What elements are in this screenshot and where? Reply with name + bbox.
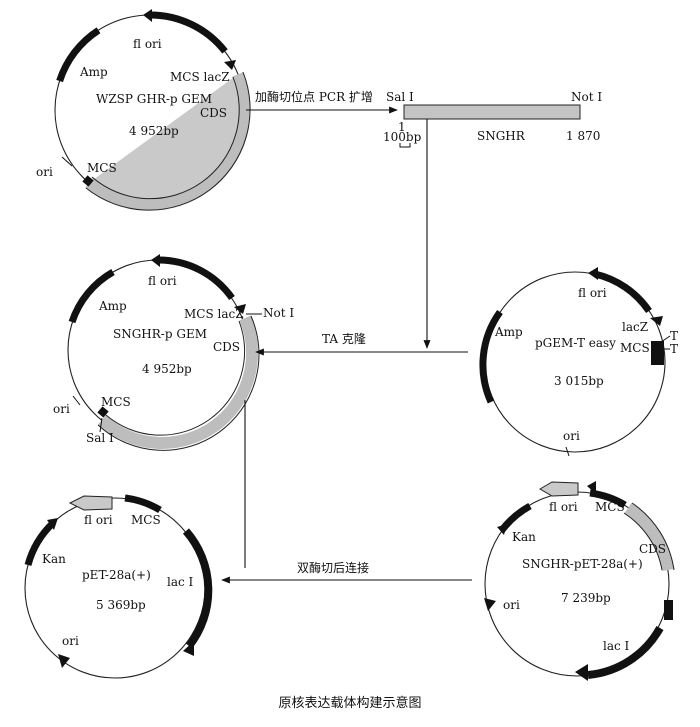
- figure-caption: 原核表达载体构建示意图: [278, 695, 421, 711]
- plasmid3-f1-label: fl ori: [578, 286, 607, 300]
- plasmid2-f1-label: fl ori: [148, 274, 177, 288]
- plasmid4-laci-arrowhead: [183, 641, 194, 656]
- plasmid1-mcs-label: MCS: [87, 161, 117, 175]
- plasmid3-size: 3 015bp: [554, 374, 604, 388]
- plasmid5-f1-label: fl ori: [549, 500, 578, 514]
- plasmid4-name: pET-28a(+): [82, 568, 151, 582]
- plasmid5-laci-arrowhead: [575, 664, 588, 681]
- arrow-ta-clone-label: TA 克隆: [322, 331, 366, 346]
- plasmid2-f1-arc: [157, 256, 235, 301]
- plasmid5-laci-arc: [587, 625, 664, 679]
- plasmid1-amp-arc: [56, 27, 101, 83]
- plasmid1-cds-label: CDS: [200, 106, 227, 120]
- insert-end-label: 1 870: [566, 129, 600, 143]
- plasmid4-laci-label: lac I: [167, 575, 194, 589]
- plasmid3-lacz-label: lacZ: [622, 320, 648, 334]
- plasmid4-f1-label: fl ori: [84, 513, 113, 527]
- plasmid3-ori-tick: [565, 446, 570, 457]
- plasmid1-ori-label: ori: [36, 165, 53, 179]
- arrow-pcr-label: 加酶切位点 PCR 扩增: [255, 89, 373, 104]
- plasmid4-ori-label: ori: [62, 634, 79, 648]
- plasmid5-cds-label: CDS: [639, 542, 666, 556]
- insert-scale-label: 100bp: [383, 130, 422, 144]
- plasmid4-mcs-label: MCS: [131, 513, 161, 527]
- plasmid4-kan-arc: [24, 520, 56, 566]
- plasmid5-f1-arrow: [539, 481, 579, 497]
- plasmid3-ori-label: ori: [563, 429, 580, 443]
- plasmid3-mcs-box: [651, 341, 664, 365]
- plasmid1-amp-label: Amp: [79, 65, 108, 79]
- plasmid5-ori-marker: [484, 598, 496, 611]
- plasmid2-ori-label: ori: [53, 402, 70, 416]
- plasmid2-cds-arc: [98, 315, 259, 449]
- plasmid-sng-hr-pet28a: fl ori MCS Kan CDS SNGHR-pET-28a(+) 7 23…: [484, 481, 675, 681]
- plasmid5-mcs-label: MCS: [595, 500, 625, 514]
- plasmid3-t2-label: T: [670, 342, 678, 356]
- insert-sal-label: Sal I: [386, 90, 414, 104]
- plasmid2-mcs-lacz-label: MCS lacZ: [184, 307, 244, 321]
- plasmid1-f1-arc: [149, 11, 228, 54]
- plasmid5-kan-arrowhead: [497, 524, 507, 535]
- plasmid1-cds-arc: [85, 72, 251, 211]
- plasmid3-lacz-marker: [650, 316, 663, 326]
- plasmid-sng-hr-pgem: fl ori Amp MCS lacZ Not I SNGHR-p GEM CD…: [53, 254, 294, 451]
- plasmid1-f1-arrowhead: [143, 9, 152, 22]
- insert-name: SNGHR: [477, 129, 526, 143]
- plasmid2-size: 4 952bp: [142, 362, 192, 376]
- plasmid5-cds-end-box: [664, 600, 673, 620]
- plasmid-pgem-t-easy: fl ori Amp lacZ pGEM-T easy MCS T T 3 01…: [479, 267, 678, 457]
- plasmid3-t1-label: T: [670, 329, 678, 343]
- plasmid2-f1-arrowhead: [151, 254, 160, 267]
- plasmid3-f1-arrowhead: [588, 267, 598, 280]
- plasmid2-not-label: Not I: [263, 306, 294, 320]
- plasmid5-kan-label: Kan: [512, 530, 536, 544]
- plasmid2-amp-arc: [68, 268, 115, 324]
- plasmid2-ori-tick: [72, 395, 81, 406]
- plasmid1-name: WZSP GHR-p GEM: [96, 92, 212, 106]
- plasmid4-ori-marker: [58, 654, 70, 668]
- plasmid1-ori-tick: [61, 156, 73, 167]
- plasmid5-name: SNGHR-pET-28a(+): [522, 557, 643, 571]
- plasmid5-laci-label: lac I: [603, 639, 630, 653]
- plasmid3-amp-arc: [479, 309, 503, 404]
- insert-scale-bar: [399, 143, 411, 148]
- plasmid3-name: pGEM-T easy: [535, 336, 616, 350]
- plasmid1-mcs-lacz-label: MCS lacZ: [170, 70, 230, 84]
- plasmid4-f1-arrow: [68, 495, 113, 511]
- plasmid4-kan-arrowhead: [47, 518, 58, 530]
- plasmid3-f1-arc: [594, 270, 652, 314]
- plasmid3-amp-label: Amp: [494, 325, 523, 339]
- arrow-ligation-label: 双酶切后连接: [297, 560, 369, 575]
- plasmid2-sal-label: Sal I: [86, 431, 114, 445]
- plasmid5-cds-arc: [624, 502, 674, 572]
- plasmid-pet28a: fl ori MCS Kan pET-28a(+) lac I 5 369bp …: [24, 494, 213, 679]
- plasmid5-ori-label: ori: [503, 598, 520, 612]
- plasmid1-size: 4 952bp: [129, 124, 179, 138]
- plasmid3-mcs-label: MCS: [620, 341, 650, 355]
- insert-not-label: Not I: [571, 90, 602, 104]
- plasmid4-kan-label: Kan: [42, 552, 66, 566]
- plasmid2-amp-label: Amp: [98, 299, 127, 313]
- plasmid4-size: 5 369bp: [96, 598, 146, 612]
- plasmid2-cds-label: CDS: [213, 340, 240, 354]
- insert-bar: [403, 104, 581, 120]
- plasmid2-mcs-label: MCS: [101, 395, 131, 409]
- plasmid4-laci-arc: [182, 528, 213, 649]
- plasmid5-mcs-arrowhead: [587, 481, 596, 494]
- plasmid2-name: SNGHR-p GEM: [113, 327, 207, 341]
- plasmid4-mcs-arc: [124, 494, 162, 514]
- insert-sng-hr: Sal I Not I 1 100bp SNGHR 1 870: [383, 90, 602, 148]
- plasmid-wzsp-ghr: fl ori Amp MCS lacZ WZSP GHR-p GEM CDS 4…: [36, 9, 251, 211]
- plasmid2-mcs-marker: [234, 304, 246, 314]
- insert-start-label: 1: [398, 120, 406, 134]
- plasmid1-mcs-box: [82, 175, 94, 187]
- plasmid1-mcs-marker: [224, 60, 236, 70]
- plasmid5-mcs-arc: [589, 489, 627, 509]
- plasmid5-size: 7 239bp: [561, 591, 611, 605]
- plasmid2-mcs-box: [97, 406, 109, 418]
- plasmid1-f1-label: fl ori: [133, 37, 162, 51]
